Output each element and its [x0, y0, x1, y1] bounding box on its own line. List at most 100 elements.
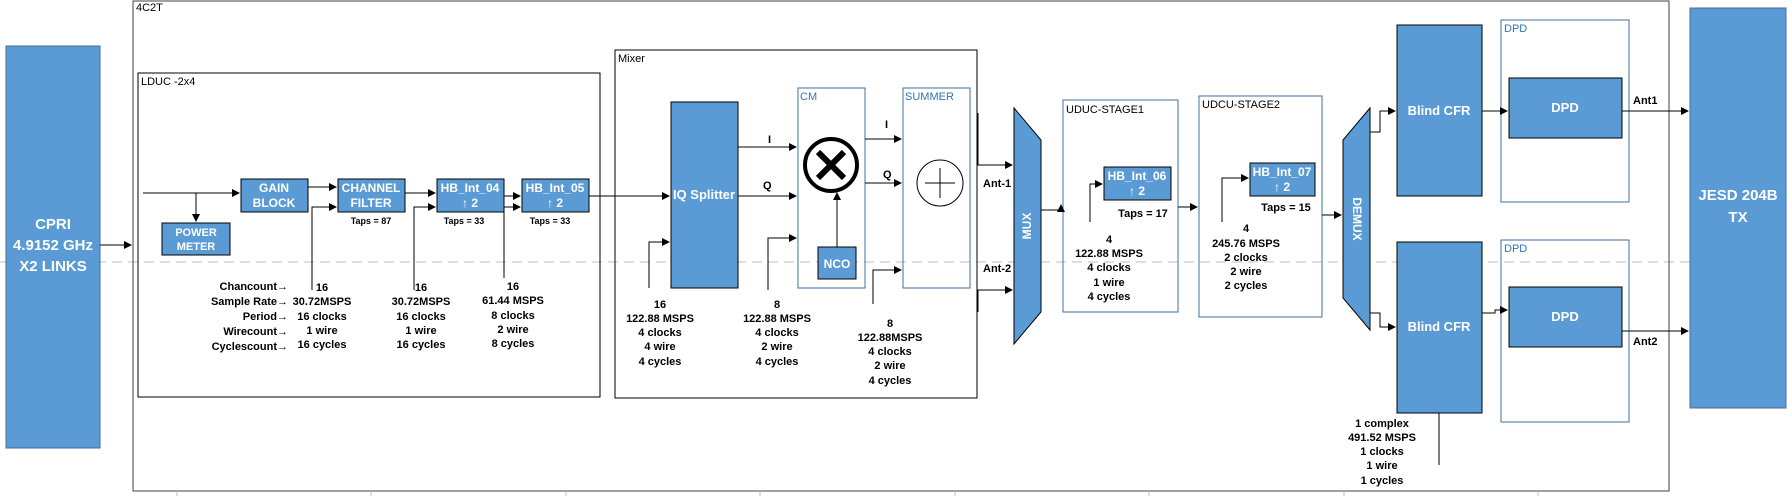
udcu2-frame: UDCU-STAGE2	[1198, 95, 1323, 318]
hb-int-04-taps: Taps = 33	[444, 216, 485, 226]
param-line: 4 cycles	[756, 356, 799, 368]
uduc1-frame-label: UDUC-STAGE1	[1066, 104, 1144, 116]
ant1-in-label: Ant-1	[983, 178, 1011, 190]
hb-int-06-factor: ↑ 2	[1129, 184, 1145, 198]
hb-int-05-block: HB_Int_05 ↑ 2	[521, 178, 590, 213]
param-line: 61.44 MSPS	[482, 295, 544, 307]
param-line: 4 cycles	[639, 356, 682, 368]
param-line: 1 wire	[306, 325, 337, 337]
param-line: 4	[1243, 223, 1250, 235]
power-meter-label-2: METER	[177, 241, 216, 253]
hb-int-04-label: HB_Int_04	[441, 181, 500, 195]
param-line: 1 clocks	[1360, 446, 1403, 458]
summer-frame: SUMMER	[902, 87, 971, 289]
mixer-frame: Mixer	[614, 49, 978, 399]
gain-block: GAIN BLOCK	[240, 178, 309, 213]
param-line: 1 wire	[1366, 460, 1397, 472]
summer-icon	[916, 159, 964, 207]
param-line: 16 clocks	[297, 311, 347, 323]
param-line: 30.72MSPS	[293, 296, 352, 308]
demux-block: DEMUX	[1342, 106, 1371, 332]
legend-cyclescount: Cyclescount→	[212, 341, 288, 353]
params-summer-in: 8 122.88MSPS 4 clocks 2 wire 4 cycles	[858, 318, 923, 387]
param-line: 2 wire	[761, 341, 792, 353]
nco-label: NCO	[824, 257, 851, 271]
q-label-top: Q	[763, 180, 772, 192]
dpd-frame-top-label: DPD	[1504, 23, 1527, 35]
q-label-out: Q	[883, 169, 892, 181]
blind-cfr-top-label: Blind CFR	[1408, 103, 1471, 118]
params-iq-in: 16 122.88 MSPS 4 clocks 4 wire 4 cycles	[626, 299, 694, 368]
param-line: 122.88 MSPS	[1075, 248, 1143, 260]
param-line: 245.76 MSPS	[1212, 238, 1280, 250]
param-line: 16 cycles	[397, 339, 446, 351]
param-line: 16	[316, 282, 328, 294]
i-label-top: I	[768, 134, 771, 146]
outer-frame-label: 4C2T	[136, 2, 163, 14]
hb-int-05-label: HB_Int_05	[526, 181, 585, 195]
mux-label: MUX	[1020, 213, 1034, 240]
gain-block-label-1: GAIN	[259, 181, 289, 195]
param-line: 4 cycles	[1088, 291, 1131, 303]
demux-label: DEMUX	[1350, 197, 1364, 240]
outer-frame: 4C2T	[132, 0, 1670, 492]
mux-block: MUX	[1013, 106, 1042, 346]
channel-filter-label-2: FILTER	[350, 196, 391, 210]
power-meter-label-1: POWER	[175, 227, 217, 239]
param-line: 4 cycles	[869, 375, 912, 387]
params-after-hb04: 16 61.44 MSPS 8 clocks 2 wire 8 cycles	[482, 281, 544, 350]
hb-int-04-factor: ↑ 2	[462, 196, 478, 210]
param-line: 16	[507, 281, 519, 293]
param-line: 16 clocks	[396, 311, 446, 323]
summer-frame-label: SUMMER	[905, 91, 954, 103]
legend-period: Period→	[243, 311, 288, 323]
param-legend: Chancount→ Sample Rate→ Period→ Wirecoun…	[211, 281, 288, 353]
cpri-label-3: X2 LINKS	[19, 258, 87, 275]
params-after-filter: 16 30.72MSPS 16 clocks 1 wire 16 cycles	[392, 282, 451, 351]
param-line: 2 clocks	[1224, 252, 1267, 264]
hb-int-06-block: HB_Int_06 ↑ 2	[1103, 166, 1172, 201]
iq-splitter-block: IQ Splitter	[670, 101, 739, 289]
cpri-label-2: 4.9152 GHz	[13, 237, 93, 254]
param-line: 16 cycles	[298, 339, 347, 351]
param-line: 122.88 MSPS	[743, 313, 811, 325]
params-uduc1: 4 122.88 MSPS 4 clocks 1 wire 4 cycles	[1075, 234, 1143, 303]
params-iq-out: 8 122.88 MSPS 4 clocks 2 wire 4 cycles	[743, 299, 811, 368]
cm-frame: CM	[797, 87, 866, 289]
hb-int-07-block: HB_Int_07 ↑ 2	[1249, 162, 1316, 197]
mixer-frame-label: Mixer	[618, 53, 645, 65]
param-line: 1 complex	[1355, 418, 1410, 430]
param-line: 122.88 MSPS	[626, 313, 694, 325]
param-line: 1 cycles	[1361, 475, 1404, 487]
ant2-in-label: Ant-2	[983, 263, 1011, 275]
jesd-label-1: JESD 204B	[1698, 187, 1777, 204]
udcu2-frame-label: UDCU-STAGE2	[1202, 99, 1280, 111]
hb-int-05-factor: ↑ 2	[547, 196, 563, 210]
params-udcu2: 4 245.76 MSPS 2 clocks 2 wire 2 cycles	[1212, 223, 1280, 292]
lduc-frame: LDUC -2x4	[137, 72, 601, 398]
param-line: 30.72MSPS	[392, 296, 451, 308]
hb-int-06-taps: Taps = 17	[1118, 208, 1168, 220]
connectors	[100, 107, 1689, 465]
param-line: 8	[774, 299, 780, 311]
multiplier-icon	[803, 137, 859, 193]
param-line: 4	[1106, 234, 1113, 246]
hb-int-07-factor: ↑ 2	[1274, 180, 1290, 194]
ruler-ticks	[176, 491, 1539, 496]
iq-splitter-label: IQ Splitter	[673, 187, 735, 202]
legend-chancount: Chancount→	[220, 281, 288, 293]
cpri-block: CPRI 4.9152 GHz X2 LINKS	[5, 45, 101, 449]
legend-sample-rate: Sample Rate→	[211, 296, 288, 308]
params-cfr: 1 complex 491.52 MSPS 1 clocks 1 wire 1 …	[1348, 418, 1416, 487]
param-line: 8 cycles	[492, 338, 535, 350]
hb-int-04-block: HB_Int_04 ↑ 2	[436, 178, 505, 213]
jesd-block: JESD 204B TX	[1689, 7, 1787, 409]
param-line: 1 wire	[405, 325, 436, 337]
channel-filter-taps: Taps = 87	[351, 216, 392, 226]
params-after-gain: 16 30.72MSPS 16 clocks 1 wire 16 cycles	[293, 282, 352, 351]
gain-block-label-2: BLOCK	[253, 196, 296, 210]
param-line: 122.88MSPS	[858, 332, 923, 344]
nco-block: NCO	[817, 246, 857, 280]
legend-wirecount: Wirecount→	[223, 326, 288, 338]
param-line: 8 clocks	[491, 310, 534, 322]
